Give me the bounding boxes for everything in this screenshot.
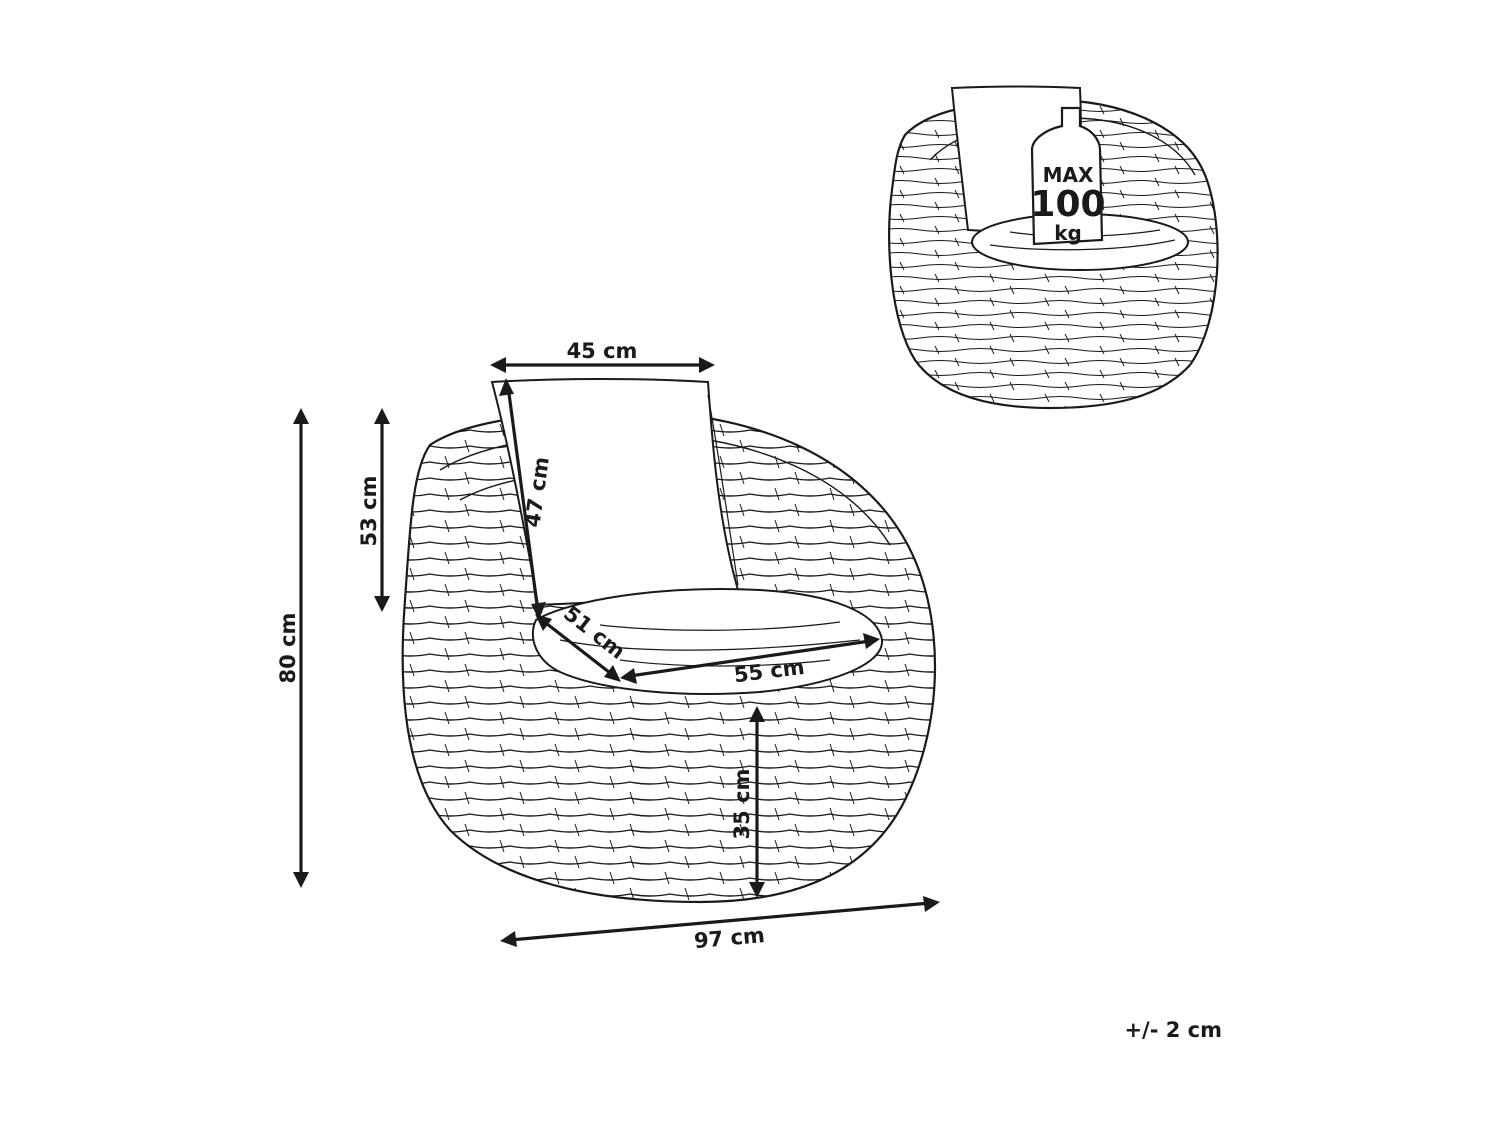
weight-limit-badge: MAX 100 kg xyxy=(1030,106,1106,246)
dim-backrest-width: 45 cm xyxy=(490,339,715,373)
main-seat-cushion xyxy=(531,588,884,695)
dim-total-height-label: 80 cm xyxy=(276,613,300,684)
dim-back-height-label: 53 cm xyxy=(357,476,381,547)
dim-total-height: 80 cm xyxy=(276,408,309,888)
main-chair-illustration xyxy=(401,378,936,904)
weight-limit-value: 100 xyxy=(1030,184,1105,225)
dim-back-height: 53 cm xyxy=(357,408,390,612)
dim-seat-height-label: 35 cm xyxy=(730,769,754,840)
dim-total-width-label: 97 cm xyxy=(693,923,766,953)
dim-seat-height: 35 cm xyxy=(730,706,765,898)
dim-backrest-width-label: 45 cm xyxy=(567,339,638,363)
tolerance-note: +/- 2 cm xyxy=(1124,1018,1222,1042)
weight-limit-max: MAX xyxy=(1043,163,1094,187)
dim-total-width: 97 cm xyxy=(500,896,940,953)
weight-limit-unit: kg xyxy=(1054,221,1082,245)
